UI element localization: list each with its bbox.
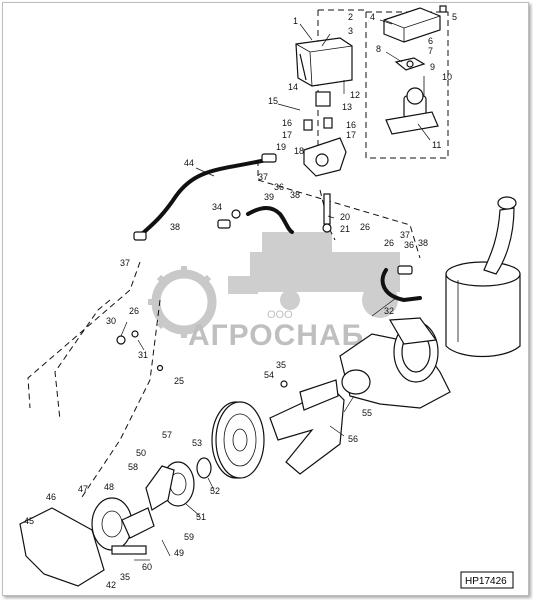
part-callouts: 1 2 3 4 5 6 7 8 9 10 11 12 13 14 15 16 1… xyxy=(24,12,457,590)
callout-38a: 38 xyxy=(290,190,300,200)
gearbox-assembly xyxy=(339,317,451,409)
hydraulic-hoses xyxy=(133,153,422,303)
callout-57: 57 xyxy=(162,430,172,440)
callout-36b: 36 xyxy=(404,240,414,250)
reservoir-tank xyxy=(445,196,521,358)
callout-9: 9 xyxy=(430,62,435,72)
callout-25: 25 xyxy=(174,376,184,386)
callout-42: 42 xyxy=(106,580,116,590)
callout-35a: 35 xyxy=(276,360,286,370)
callout-47: 47 xyxy=(78,484,88,494)
small-fittings xyxy=(116,193,332,388)
callout-15: 15 xyxy=(268,96,278,106)
callout-10: 10 xyxy=(442,72,452,82)
callout-8: 8 xyxy=(376,44,381,54)
callout-21: 21 xyxy=(340,224,350,234)
callout-26c: 26 xyxy=(129,306,139,316)
callout-16b: 16 xyxy=(346,120,356,130)
pump-housing xyxy=(19,497,155,587)
callout-4: 4 xyxy=(370,12,375,22)
callout-16a: 16 xyxy=(282,118,292,128)
large-pulley xyxy=(211,401,265,479)
figure-code-box: HP17426 xyxy=(460,571,514,589)
callout-53: 53 xyxy=(192,438,202,448)
callout-39: 39 xyxy=(264,192,274,202)
callout-7: 7 xyxy=(428,46,433,56)
callout-59: 59 xyxy=(184,532,194,542)
callout-50: 50 xyxy=(136,448,146,458)
leader-lines xyxy=(120,19,431,561)
sensor-assembly xyxy=(385,76,439,135)
callout-2: 2 xyxy=(348,12,353,22)
callout-19: 19 xyxy=(276,142,286,152)
callout-36a: 36 xyxy=(274,182,284,192)
callout-3: 3 xyxy=(348,26,353,36)
agrosnab-watermark: ООО АГРОСНАБ xyxy=(148,232,400,352)
callout-12: 12 xyxy=(350,90,360,100)
callout-1: 1 xyxy=(293,16,298,26)
callout-44: 44 xyxy=(184,158,194,168)
callout-13: 13 xyxy=(342,102,352,112)
callout-6: 6 xyxy=(428,36,433,46)
callout-45: 45 xyxy=(24,516,34,526)
control-box-group xyxy=(295,37,353,87)
watermark-company-form: ООО xyxy=(267,309,293,321)
callout-58: 58 xyxy=(128,462,138,472)
callout-35b: 35 xyxy=(120,572,130,582)
callout-37b: 37 xyxy=(120,258,130,268)
callout-14: 14 xyxy=(288,82,298,92)
callout-31: 31 xyxy=(138,350,148,360)
callout-46: 46 xyxy=(46,492,56,502)
callout-20: 20 xyxy=(340,212,350,222)
callout-54: 54 xyxy=(264,370,274,380)
support-brackets xyxy=(269,379,345,475)
callout-38c: 38 xyxy=(418,238,428,248)
controller-module xyxy=(383,5,447,43)
callout-32: 32 xyxy=(384,306,394,316)
callout-18: 18 xyxy=(294,146,304,156)
callout-5: 5 xyxy=(452,12,457,22)
diagram-frame xyxy=(2,2,529,596)
callout-26b: 26 xyxy=(384,238,394,248)
callout-56: 56 xyxy=(348,434,358,444)
callout-60: 60 xyxy=(142,562,152,572)
figure-code: HP17426 xyxy=(465,576,507,587)
callout-17b: 17 xyxy=(346,130,356,140)
callout-51: 51 xyxy=(196,512,206,522)
callout-37a: 37 xyxy=(258,172,268,182)
callout-26a: 26 xyxy=(360,222,370,232)
callout-37c: 37 xyxy=(400,230,410,240)
valve-bracket xyxy=(303,91,347,177)
callout-17a: 17 xyxy=(282,130,292,140)
hub-and-bearing xyxy=(145,457,212,511)
mounting-plate xyxy=(394,57,426,71)
callout-52: 52 xyxy=(210,486,220,496)
callout-38b: 38 xyxy=(170,222,180,232)
callout-49: 49 xyxy=(174,548,184,558)
callout-11: 11 xyxy=(432,140,441,150)
callout-30: 30 xyxy=(106,316,116,326)
watermark-brand: АГРОСНАБ xyxy=(188,319,364,352)
callout-34: 34 xyxy=(212,202,222,212)
callout-55: 55 xyxy=(362,408,372,418)
callout-48: 48 xyxy=(104,482,114,492)
